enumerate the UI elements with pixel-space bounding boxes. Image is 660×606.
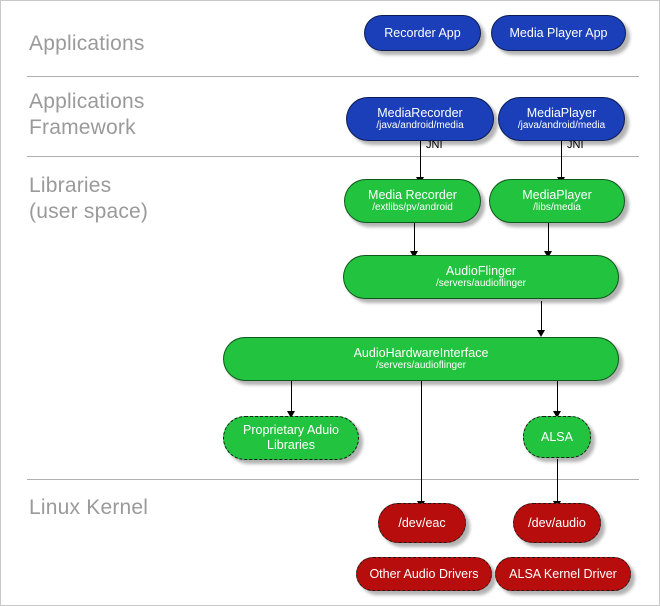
- connector-jni-right-label: JNI: [567, 139, 584, 151]
- node-mediaplayer-framework-title: MediaPlayer: [526, 106, 597, 120]
- layer-label-linux-kernel: Linux Kernel: [29, 496, 149, 519]
- node-media-recorder-library-title: Media Recorder: [368, 188, 457, 202]
- node-proprietary-audio-libraries-title: Proprietary Aduio Libraries: [243, 423, 339, 452]
- node-other-audio-drivers[interactable]: Other Audio Drivers: [356, 557, 492, 591]
- connector-mediarecorder-to-audioflinger-line: [414, 223, 415, 255]
- node-mediarecorder-framework-path: /java/android/media: [376, 120, 464, 131]
- connector-hwinterface-to-dev-eac-line: [421, 381, 422, 503]
- node-other-audio-drivers-title: Other Audio Drivers: [369, 567, 479, 581]
- node-alsa[interactable]: ALSA: [523, 416, 591, 458]
- node-alsa-title: ALSA: [541, 430, 573, 444]
- connector-hwinterface-to-alsa-arrowhead: [553, 411, 561, 418]
- node-dev-eac-title: /dev/eac: [398, 516, 446, 530]
- node-media-recorder-library-path: /extlibs/pv/android: [372, 202, 453, 213]
- node-media-recorder-library[interactable]: Media Recorder /extlibs/pv/android: [344, 179, 481, 223]
- node-media-player-library-path: /libs/media: [533, 202, 581, 213]
- node-mediarecorder-framework[interactable]: MediaRecorder /java/android/media: [346, 97, 494, 141]
- node-audioflinger-path: /servers/audioflinger: [435, 278, 527, 289]
- node-audiohardwareinterface[interactable]: AudioHardwareInterface /servers/audiofli…: [223, 337, 619, 381]
- connector-jni-left-line: [420, 141, 421, 180]
- node-media-player-app-title: Media Player App: [509, 26, 608, 40]
- node-audioflinger[interactable]: AudioFlinger /servers/audioflinger: [343, 255, 619, 299]
- layer-label-applications: Applications: [29, 32, 145, 55]
- node-recorder-app-title: Recorder App: [384, 26, 461, 40]
- connector-hwinterface-to-proprietary-arrowhead: [287, 411, 295, 418]
- node-proprietary-audio-libraries[interactable]: Proprietary Aduio Libraries: [223, 416, 359, 460]
- node-alsa-kernel-driver-title: ALSA Kernel Driver: [509, 567, 617, 581]
- connector-hwinterface-to-proprietary-line: [291, 381, 292, 414]
- node-mediarecorder-framework-title: MediaRecorder: [377, 106, 463, 120]
- connector-audioflinger-to-hwinterface-line: [541, 301, 542, 333]
- node-dev-audio[interactable]: /dev/audio: [513, 503, 601, 543]
- node-audioflinger-title: AudioFlinger: [445, 264, 517, 278]
- separator-applications: [27, 76, 639, 77]
- node-dev-audio-title: /dev/audio: [528, 516, 586, 530]
- connector-jni-left-label: JNI: [426, 139, 443, 151]
- connector-alsa-to-dev-audio-line: [557, 459, 558, 503]
- separator-kernel: [27, 479, 639, 480]
- node-dev-eac[interactable]: /dev/eac: [378, 503, 466, 543]
- node-media-player-library[interactable]: MediaPlayer /libs/media: [489, 179, 625, 223]
- node-audiohardwareinterface-path: /servers/audioflinger: [375, 360, 467, 371]
- connector-hwinterface-to-alsa-line: [557, 381, 558, 414]
- layer-label-libraries: Libraries (user space): [29, 174, 149, 223]
- node-mediaplayer-framework[interactable]: MediaPlayer /java/android/media: [498, 97, 625, 141]
- connector-jni-right-line: [561, 141, 562, 180]
- node-alsa-kernel-driver[interactable]: ALSA Kernel Driver: [495, 557, 631, 591]
- node-audiohardwareinterface-title: AudioHardwareInterface: [353, 346, 489, 360]
- connector-audioflinger-to-hwinterface-arrowhead: [537, 330, 545, 337]
- layer-label-applications-framework: Applications Framework: [29, 90, 145, 139]
- node-media-player-app[interactable]: Media Player App: [491, 15, 626, 51]
- node-mediaplayer-framework-path: /java/android/media: [517, 120, 606, 131]
- connector-mediaplayer-to-audioflinger-line: [548, 223, 549, 255]
- node-media-player-library-title: MediaPlayer: [522, 188, 592, 202]
- node-recorder-app[interactable]: Recorder App: [364, 15, 481, 51]
- separator-framework: [27, 156, 639, 157]
